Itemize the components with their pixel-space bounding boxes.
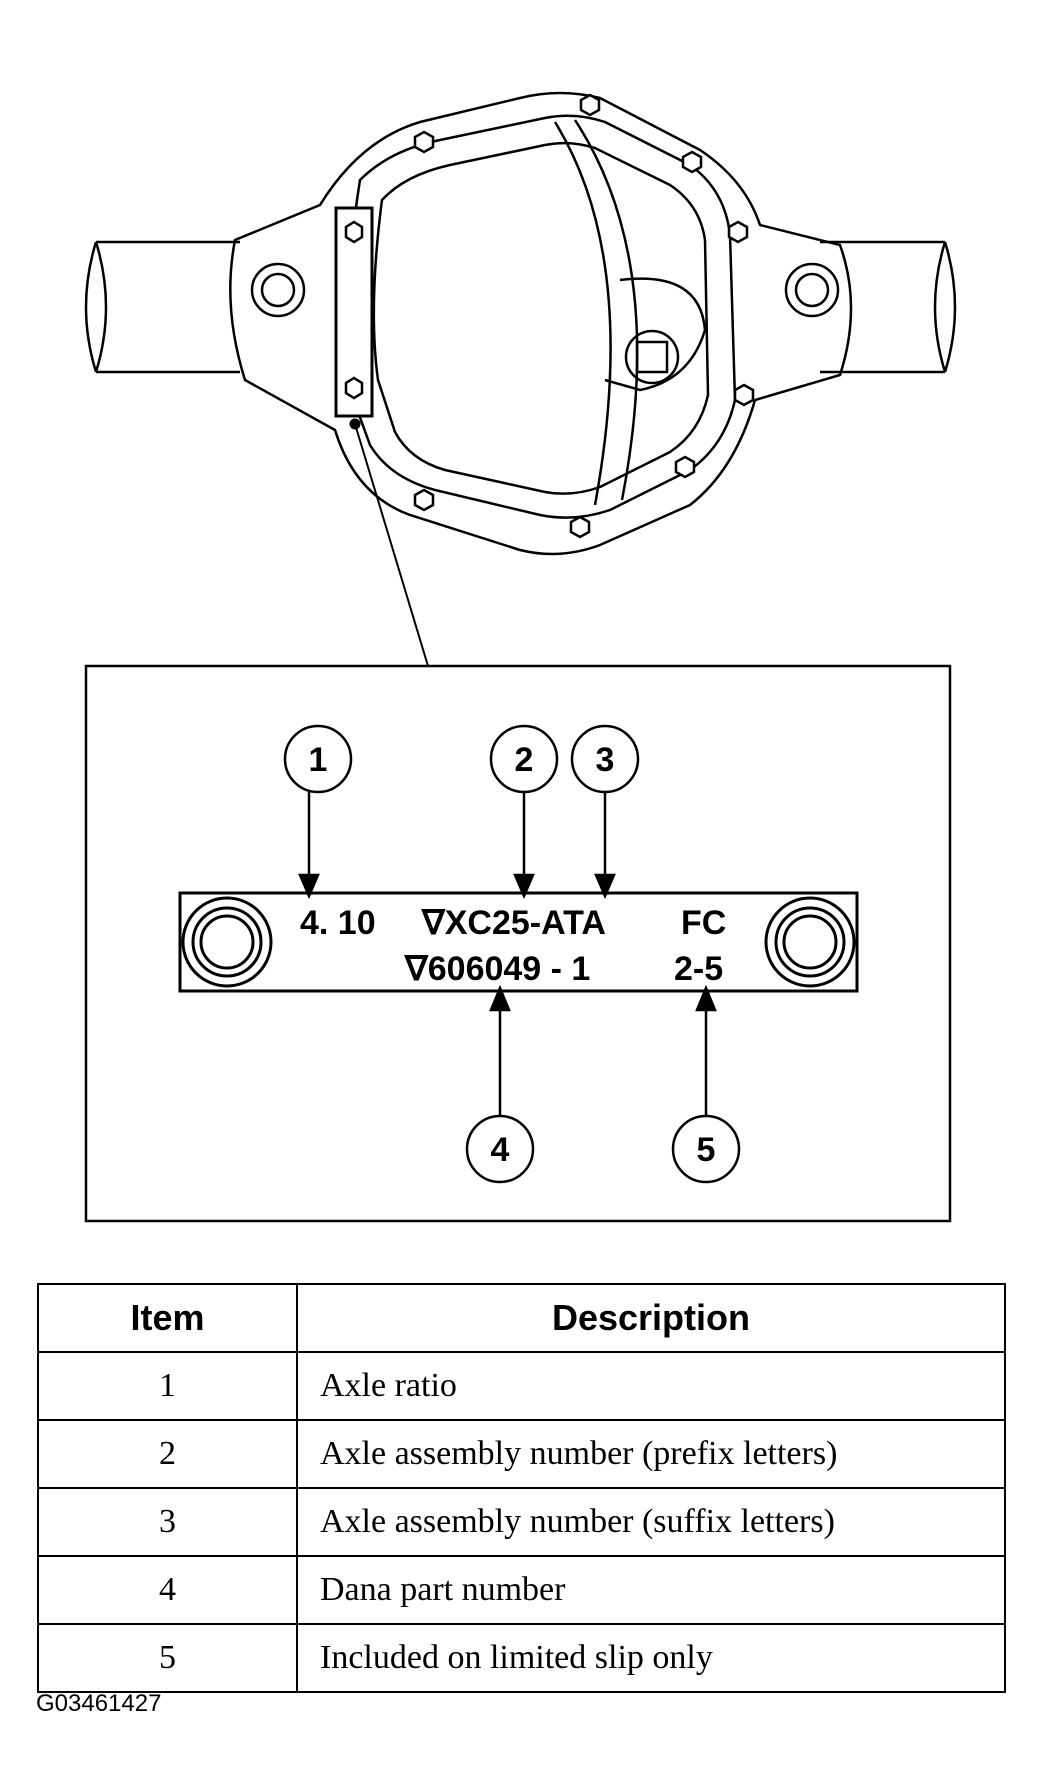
left-boss — [250, 262, 306, 318]
callout-1: 1 — [283, 724, 353, 900]
bolt — [569, 515, 591, 539]
callout-4: 4 — [465, 984, 535, 1184]
cover-ridge — [553, 121, 612, 506]
description-cell: Axle ratio — [296, 1351, 1006, 1421]
table-row: 5 Included on limited slip only — [37, 1623, 1006, 1693]
description-cell: Included on limited slip only — [296, 1623, 1006, 1693]
callout-5: 5 — [671, 984, 741, 1184]
item-cell: 1 — [37, 1351, 298, 1421]
item-cell: 4 — [37, 1555, 298, 1625]
cover-outline — [345, 114, 737, 519]
item-cell: 3 — [37, 1487, 298, 1557]
bolt — [413, 130, 435, 154]
detail-leader-line — [354, 423, 429, 667]
svg-text:2: 2 — [515, 741, 534, 779]
left-axle-tube — [84, 240, 240, 374]
callout-3: 3 — [570, 724, 640, 900]
description-cell: Axle assembly number (prefix letters) — [296, 1419, 1006, 1489]
item-cell: 5 — [37, 1623, 298, 1693]
table-row: 4 Dana part number — [37, 1555, 1006, 1625]
bolt — [579, 93, 601, 117]
tag-assembly-number: ∇XC25-ATA — [421, 904, 606, 942]
axle-tag-diagram: 4. 10 ∇XC25-ATA FC ∇606049 - 1 2-5 1 2 3 — [84, 91, 957, 1223]
id-tag: 4. 10 ∇XC25-ATA FC ∇606049 - 1 2-5 — [178, 891, 859, 993]
cover-ridge-2 — [573, 119, 639, 501]
svg-text:1: 1 — [309, 741, 328, 779]
right-axle-tube — [820, 240, 957, 374]
item-column-header: Item — [37, 1283, 298, 1353]
housing-outline — [229, 91, 853, 556]
tag-date-code: 2-5 — [674, 950, 723, 988]
callout-2: 2 — [489, 724, 559, 900]
detail-frame — [84, 664, 952, 1223]
tag-location-marker — [334, 206, 374, 430]
table-row: 1 Axle ratio — [37, 1351, 1006, 1421]
cover-inner — [372, 141, 710, 495]
legend-table: Item Description 1 Axle ratio 2 Axle ass… — [37, 1283, 1006, 1693]
svg-text:4: 4 — [491, 1131, 510, 1169]
tag-part-number: ∇606049 - 1 — [404, 950, 590, 988]
cover-bolts — [346, 93, 755, 539]
right-boss — [784, 262, 840, 318]
item-cell: 2 — [37, 1419, 298, 1489]
bolt — [733, 383, 755, 407]
tag-axle-ratio: 4. 10 — [300, 904, 376, 942]
tag-code: FC — [681, 904, 726, 942]
table-header-row: Item Description — [37, 1283, 1006, 1353]
callouts: 1 2 3 4 5 — [283, 724, 741, 1184]
right-rivet — [764, 896, 856, 988]
bolt — [674, 455, 696, 479]
table-row: 2 Axle assembly number (prefix letters) — [37, 1419, 1006, 1489]
svg-text:3: 3 — [596, 741, 615, 779]
bolt — [681, 150, 703, 174]
fill-plug-boss — [604, 277, 707, 392]
description-cell: Dana part number — [296, 1555, 1006, 1625]
figure-code: G03461427 — [36, 1690, 162, 1717]
bolt — [413, 488, 435, 512]
axle-housing — [84, 91, 957, 556]
description-cell: Axle assembly number (suffix letters) — [296, 1487, 1006, 1557]
svg-text:5: 5 — [697, 1131, 716, 1169]
description-column-header: Description — [296, 1283, 1006, 1353]
bolt — [727, 220, 749, 244]
left-rivet — [181, 896, 273, 988]
table-row: 3 Axle assembly number (suffix letters) — [37, 1487, 1006, 1557]
fill-plug — [624, 329, 680, 385]
